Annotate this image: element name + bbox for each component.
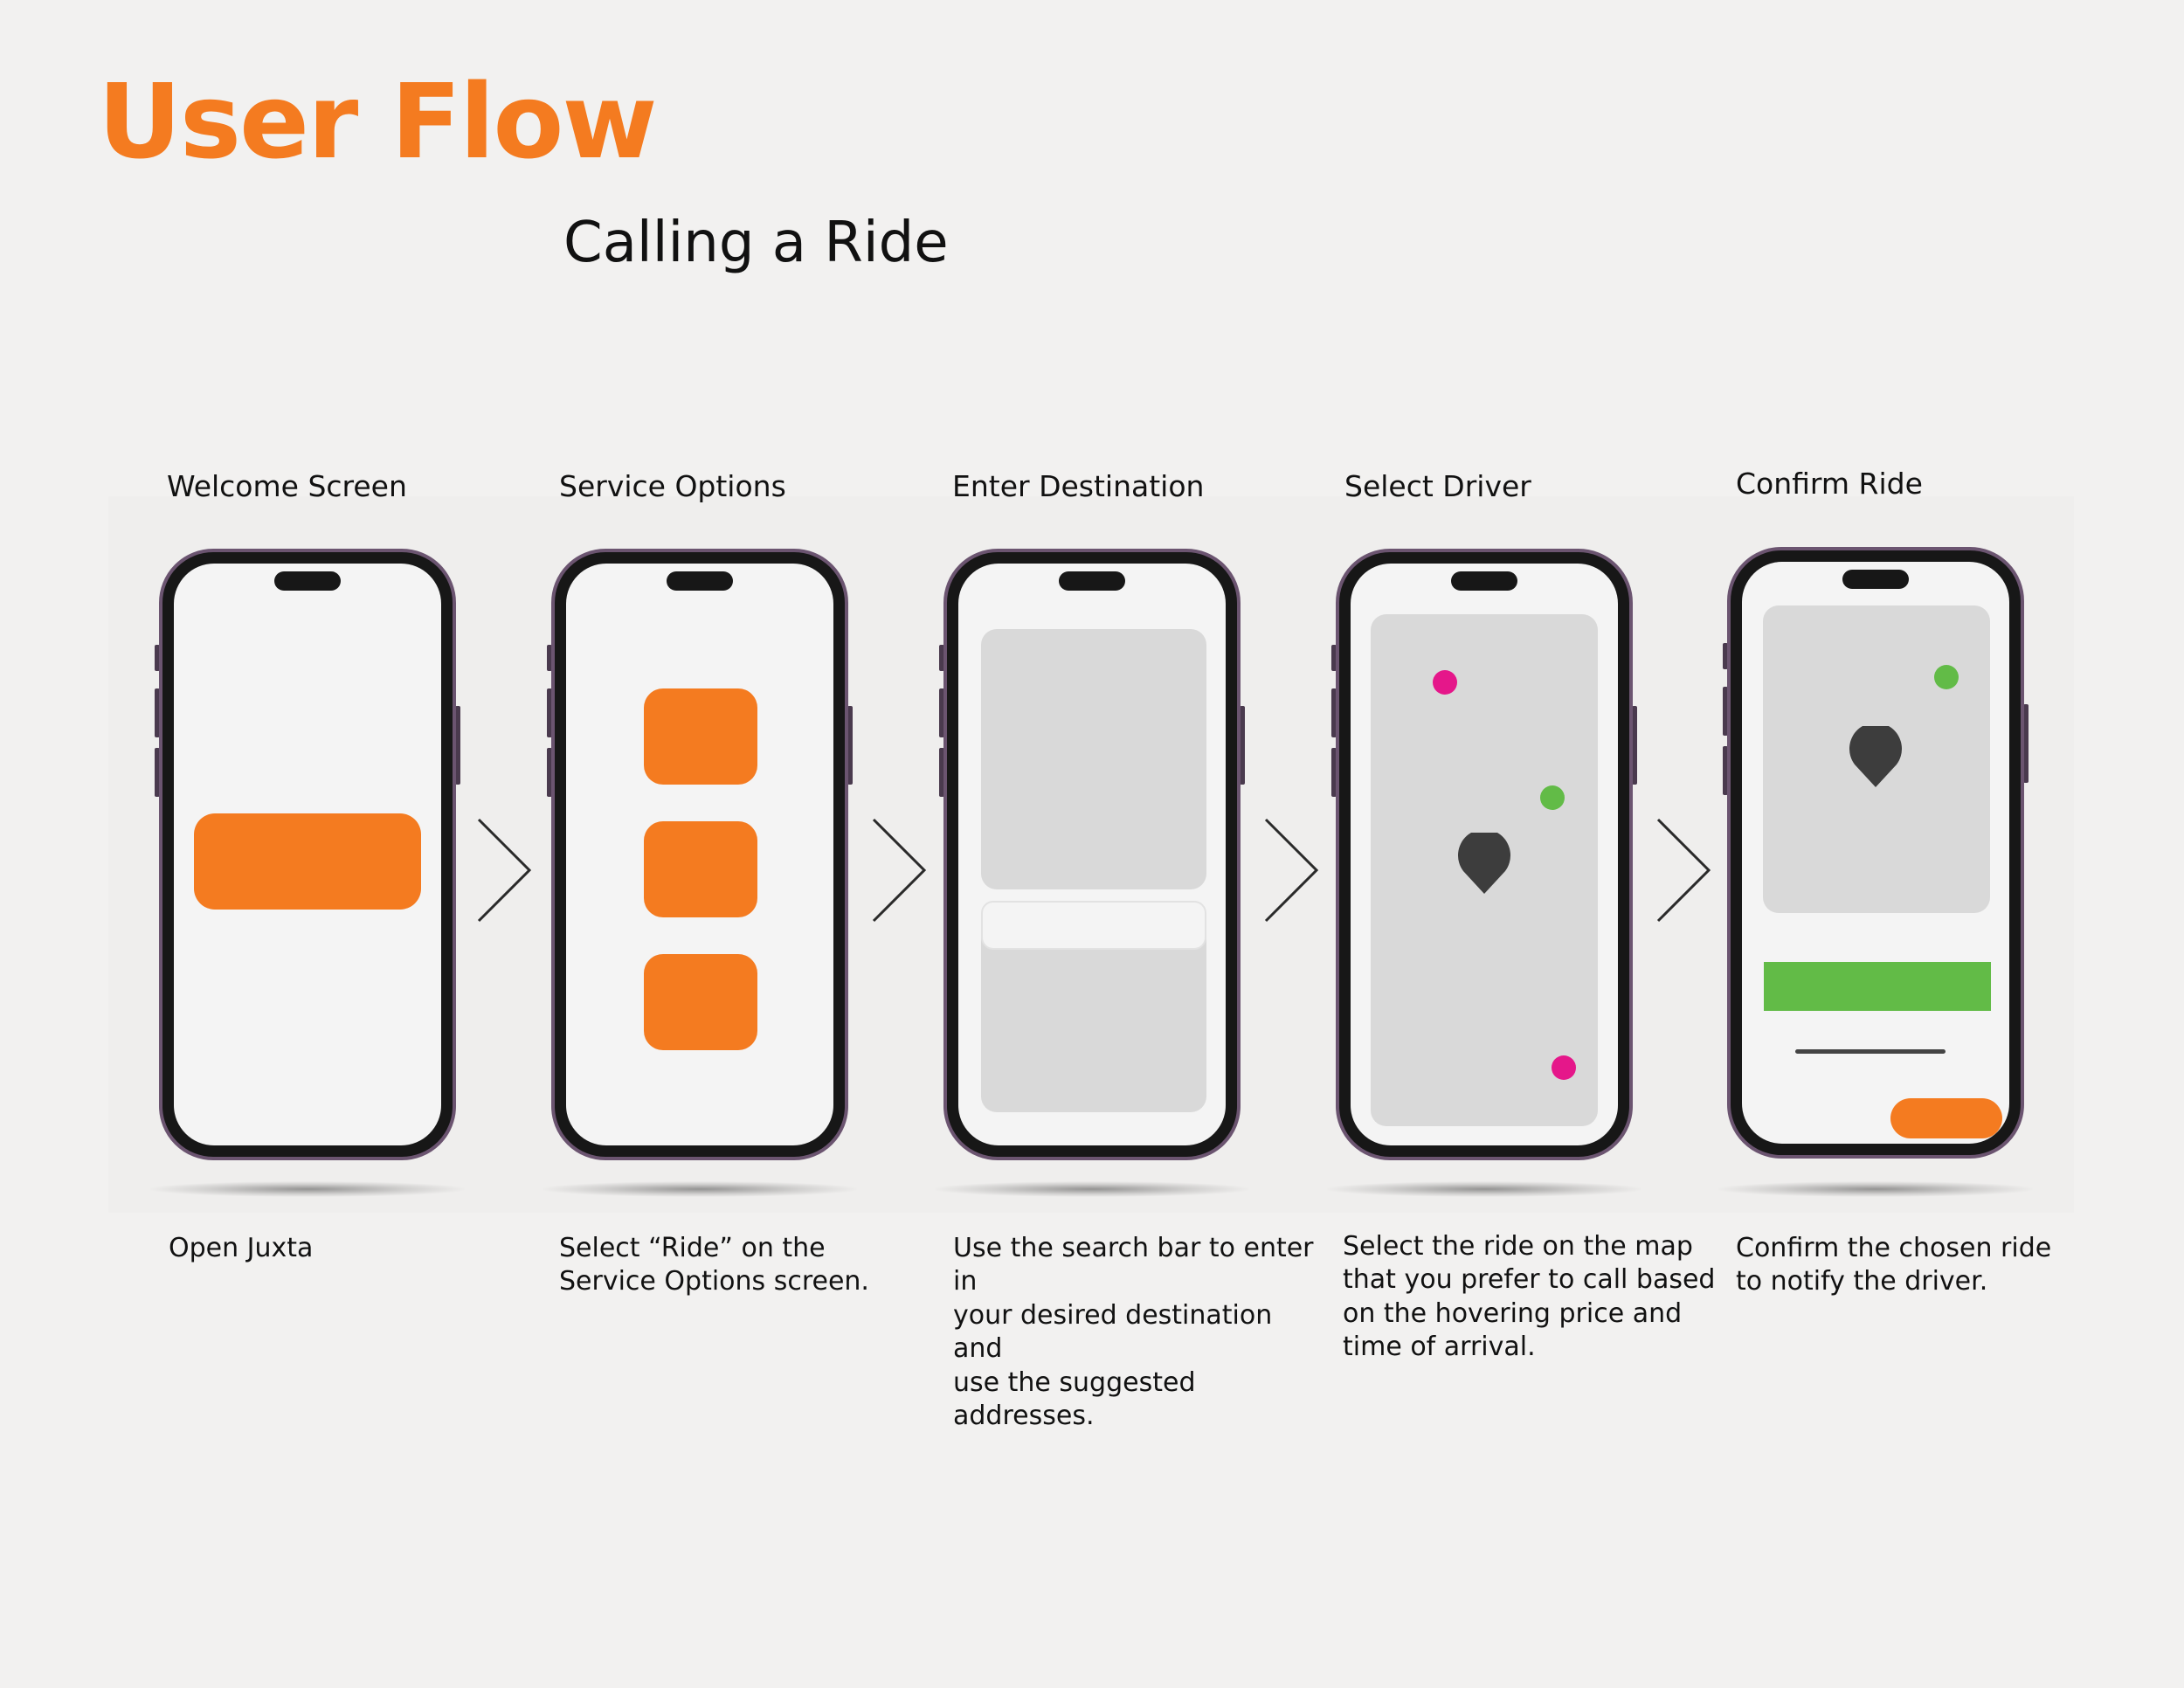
driver-dot-icon[interactable] [1552,1055,1576,1080]
divider-line [1795,1049,1946,1054]
phone-enter-destination [939,549,1245,1160]
phone-screen [174,564,441,1145]
chevron-right-icon [477,818,532,923]
phone-side-button [2023,704,2028,783]
phone-notch [667,571,733,591]
phone-shadow [935,1181,1249,1197]
driver-dot-icon[interactable] [1433,670,1457,695]
phone-side-button [547,645,552,671]
phone-notch [1451,571,1517,591]
step-desc-welcome: Open Juxta [169,1233,314,1263]
phone-side-button [155,688,160,737]
ride-details-bar [1764,962,1991,1011]
phone-side-button [1723,687,1728,736]
phone-shadow [543,1181,857,1197]
step-title-select-driver: Select Driver [1344,469,1531,503]
phone-shadow [150,1181,465,1197]
phone-side-button [1632,706,1637,785]
map-pin-icon [1849,726,1902,787]
phone-screen [566,564,833,1145]
phone-notch [1842,570,1909,589]
phone-screen [1742,562,2009,1144]
page-title: User Flow [98,61,657,182]
phone-service-options [547,549,853,1160]
phone-side-button [939,748,944,797]
destination-map-area [981,629,1206,889]
phone-welcome-screen [155,549,460,1160]
phone-notch [1059,571,1125,591]
phone-side-button [547,688,552,737]
phone-confirm-ride [1723,547,2028,1159]
driver-dot-icon [1934,665,1959,689]
chevron-right-icon [872,818,927,923]
step-desc-confirm-ride: Confirm the chosen ride to notify the dr… [1736,1233,2052,1297]
confirm-ride-button[interactable] [1890,1098,2002,1138]
phone-side-button [455,706,460,785]
phone-side-button [939,688,944,737]
service-option-button[interactable] [644,954,757,1050]
map-pin-icon [1458,833,1510,894]
phone-side-button [847,706,853,785]
phone-side-button [155,645,160,671]
step-title-welcome: Welcome Screen [167,469,407,503]
phone-side-button [1240,706,1245,785]
phone-side-button [1331,688,1337,737]
chevron-right-icon [1264,818,1319,923]
phone-shadow [1327,1181,1641,1197]
phone-shadow [1718,1181,2033,1197]
phone-screen [1351,564,1618,1145]
driver-dot-icon[interactable] [1540,785,1565,810]
step-desc-select-driver: Select the ride on the map that you pref… [1343,1231,1716,1363]
phone-notch [274,571,341,591]
phone-screen [958,564,1226,1145]
step-title-enter-destination: Enter Destination [952,469,1205,503]
phone-side-button [547,748,552,797]
phone-side-button [1331,748,1337,797]
phone-side-button [1723,643,1728,669]
destination-search-bar[interactable] [981,901,1206,950]
phone-side-button [155,748,160,797]
flow-subtitle: Calling a Ride [563,211,949,275]
phone-side-button [1331,645,1337,671]
step-desc-service-options: Select “Ride” on the Service Options scr… [559,1233,869,1297]
phone-select-driver [1331,549,1637,1160]
step-title-service-options: Service Options [559,469,786,503]
phone-side-button [1723,746,1728,795]
step-desc-enter-destination: Use the search bar to enter in your desi… [953,1233,1314,1431]
welcome-start-button[interactable] [194,813,421,910]
phone-side-button [939,645,944,671]
service-option-button[interactable] [644,821,757,917]
step-title-confirm-ride: Confirm Ride [1736,467,1923,501]
chevron-right-icon [1656,818,1711,923]
service-option-ride-button[interactable] [644,688,757,785]
